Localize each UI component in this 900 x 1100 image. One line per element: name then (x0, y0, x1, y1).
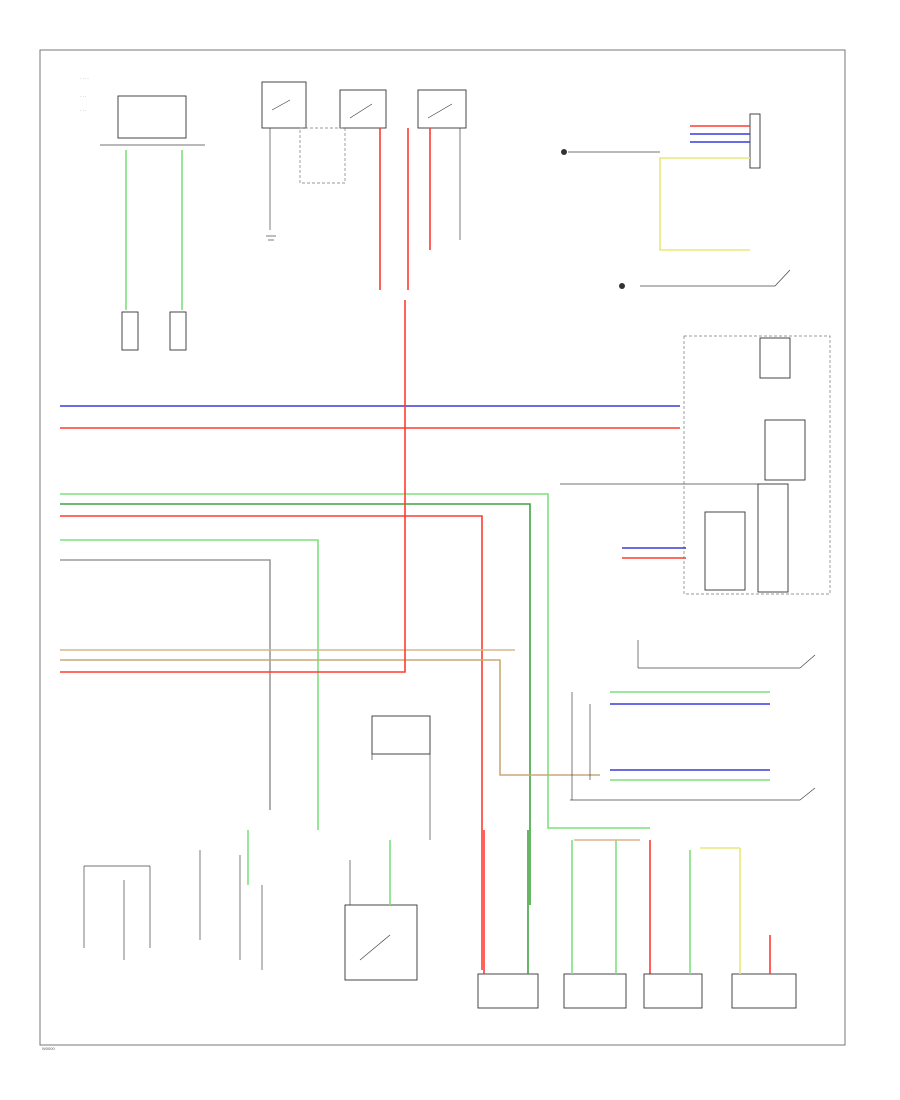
door-switch-3 (643, 850, 703, 1009)
bottom-middle-switch (344, 840, 418, 981)
right-mid-switches (570, 640, 816, 801)
bus-wires (60, 300, 680, 970)
lower-middle-module (371, 715, 431, 840)
top-left-module: · · · · · · · · · · (80, 76, 205, 146)
vertical-feeds (125, 128, 431, 310)
bottom-left-switch-group (83, 830, 263, 970)
control-unit-stubs (560, 483, 760, 559)
control-unit-right (683, 335, 831, 595)
switch-1 (261, 81, 307, 230)
switch-2 (299, 89, 387, 184)
ground-symbol-top (266, 235, 276, 241)
door-switch-top-right (619, 269, 791, 289)
door-switch-2 (563, 839, 651, 1009)
svg-text:· · · ·: · · · · (80, 76, 89, 81)
door-switch-4 (700, 847, 797, 1009)
page-code: W0000 (42, 1046, 55, 1051)
switch-3 (417, 89, 467, 240)
top-right-stubs (659, 125, 750, 251)
svg-text:· · ·: · · · (80, 94, 86, 99)
right-middle-runs (571, 691, 770, 800)
diagram-border (39, 49, 846, 1046)
door-switch-1 (477, 830, 539, 1009)
top-right-connector (561, 113, 761, 169)
ground-connector-left (121, 311, 187, 351)
svg-text:· · ·: · · · (80, 108, 86, 113)
